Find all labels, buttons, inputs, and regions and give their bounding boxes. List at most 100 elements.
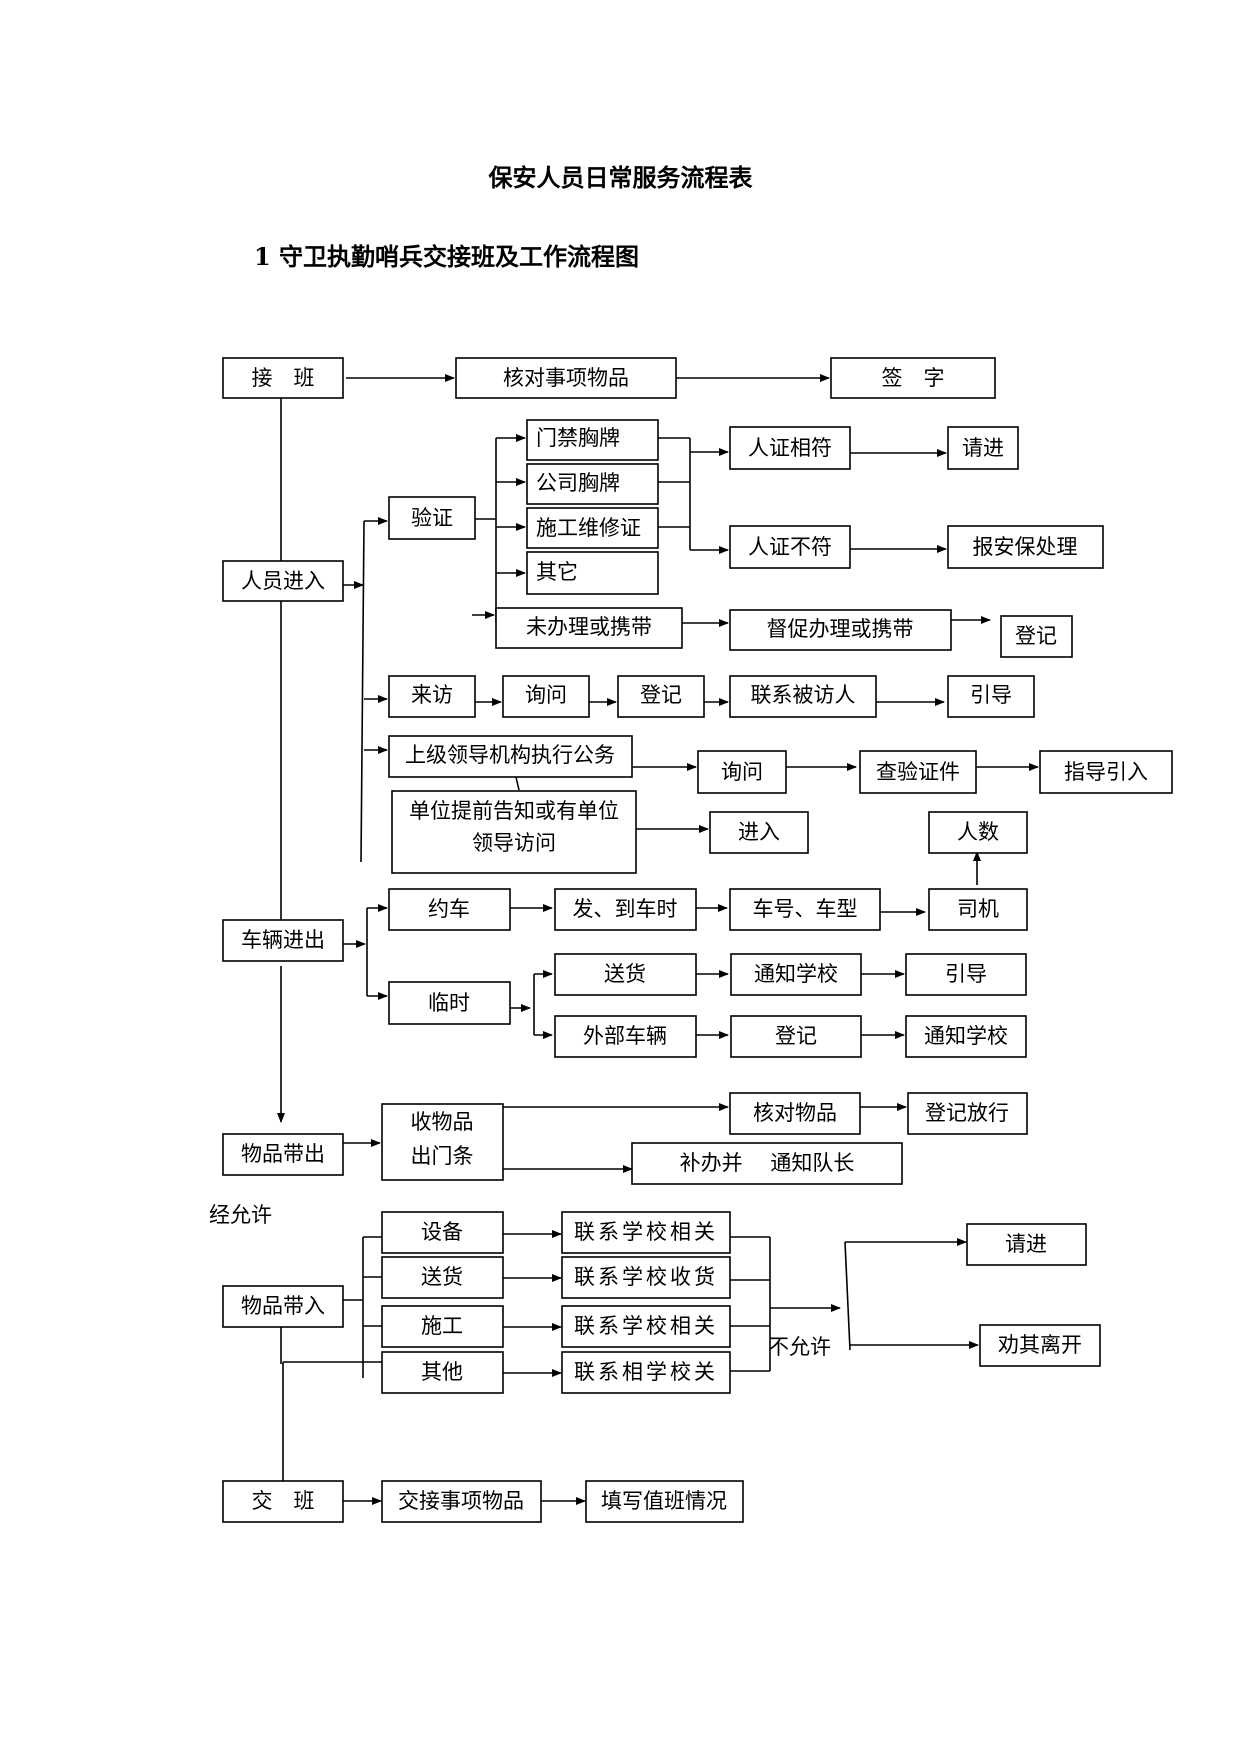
box-linshi xyxy=(388,981,511,1025)
box-yindao2 xyxy=(905,953,1027,996)
label-lianxi-bfr: 联系被访人 xyxy=(751,683,856,707)
box-qingjin2 xyxy=(966,1223,1087,1266)
label-buyunxu: 不允许 xyxy=(768,1335,831,1359)
box-lianxi-bfr xyxy=(729,675,877,718)
box-waibu xyxy=(554,1015,697,1058)
box-jiaojie xyxy=(381,1480,542,1523)
box-weibanli xyxy=(495,607,683,649)
box-siji xyxy=(928,888,1028,931)
section-title: 1 守卫执勤哨兵交接班及工作流程图 xyxy=(254,242,640,271)
label-jieban: 接 班 xyxy=(252,366,315,390)
label-dengji-fx: 登记放行 xyxy=(925,1101,1009,1125)
label-xunwen1: 询问 xyxy=(525,683,567,707)
box-tianxie xyxy=(585,1480,744,1523)
label-wupin-out: 物品带出 xyxy=(241,1142,325,1166)
label-tongzhi1: 通知学校 xyxy=(754,962,838,986)
label-hedui: 核对事项物品 xyxy=(503,366,629,390)
box-jiaoban xyxy=(222,1480,344,1523)
box-chayan xyxy=(859,750,977,794)
box-renshu xyxy=(928,811,1028,854)
label-shigong: 施工 xyxy=(421,1314,463,1338)
label-lx4: 联系相学校关 xyxy=(574,1360,718,1384)
label-lx3: 联系学校相关 xyxy=(574,1314,718,1338)
page-title: 保安人员日常服务流程表 xyxy=(488,163,753,192)
label-songhuo1: 送货 xyxy=(604,962,646,986)
label-tianxie: 填写值班情况 xyxy=(601,1489,727,1513)
label-chehao: 车号、车型 xyxy=(753,897,858,921)
label-qita: 其他 xyxy=(421,1360,463,1384)
box-shigong-zheng xyxy=(526,507,659,549)
label-baoan: 报安保处理 xyxy=(973,535,1078,559)
box-qingjin1 xyxy=(947,426,1019,470)
label-songhuo2: 送货 xyxy=(421,1265,463,1289)
box-dengji-fx xyxy=(907,1092,1028,1135)
box-dengji2 xyxy=(617,675,705,718)
box-tongzhi1 xyxy=(730,953,862,996)
box-wupin-out xyxy=(222,1133,344,1176)
label-ducu: 督促办理或携带 xyxy=(767,617,914,641)
label-jiaoban: 交 班 xyxy=(252,1489,315,1513)
label-shou-line1: 收物品 xyxy=(411,1110,474,1134)
box-lx4 xyxy=(561,1351,731,1394)
box-fadao xyxy=(554,888,697,931)
box-yueche xyxy=(388,888,511,931)
box-zhidao xyxy=(1039,750,1173,794)
box-qita-zheng xyxy=(526,551,659,595)
box-buban xyxy=(631,1142,903,1185)
box-dengji3 xyxy=(730,1015,862,1058)
box-tongzhi2 xyxy=(905,1015,1027,1058)
label-buban: 补办并 通知队长 xyxy=(680,1151,855,1175)
label-shebei: 设备 xyxy=(421,1220,463,1244)
label-menjin: 门禁胸牌 xyxy=(536,426,620,450)
box-menjin xyxy=(526,419,659,461)
label-zhidao: 指导引入 xyxy=(1064,760,1148,784)
label-renzheng-bf: 人证不符 xyxy=(748,535,832,559)
label-lx2: 联系学校收货 xyxy=(574,1265,718,1289)
box-wupin-in xyxy=(222,1285,344,1328)
box-chehao xyxy=(729,888,881,931)
label-siji: 司机 xyxy=(957,897,999,921)
label-qingjin2: 请进 xyxy=(1005,1232,1047,1256)
box-songhuo2 xyxy=(381,1256,504,1299)
label-qianzi: 签 字 xyxy=(882,366,945,390)
label-lx1: 联系学校相关 xyxy=(574,1220,718,1244)
box-lx3 xyxy=(561,1305,731,1348)
box-renzheng-xf xyxy=(729,426,851,470)
label-renshu: 人数 xyxy=(957,820,999,844)
box-jinru xyxy=(709,811,809,854)
label-jinru: 进入 xyxy=(738,820,780,844)
label-dengji2: 登记 xyxy=(640,683,682,707)
label-chayan: 查验证件 xyxy=(876,760,960,784)
box-ducu xyxy=(729,609,952,651)
box-shou xyxy=(381,1103,504,1181)
label-dengji1: 登记 xyxy=(1015,624,1057,648)
box-lx1 xyxy=(561,1211,731,1254)
label-qingjin1: 请进 xyxy=(962,436,1004,460)
label-yueche: 约车 xyxy=(428,897,470,921)
box-songhuo1 xyxy=(554,953,697,996)
label-jiaojie: 交接事项物品 xyxy=(398,1489,524,1513)
box-hedui xyxy=(455,357,677,399)
box-xunwen2 xyxy=(697,750,787,794)
label-qita-zheng: 其它 xyxy=(536,560,578,584)
box-yindao1 xyxy=(947,675,1035,718)
box-xunwen1 xyxy=(502,675,590,718)
label-xunwen2: 询问 xyxy=(721,760,763,784)
box-lx2 xyxy=(561,1256,731,1299)
box-danwei xyxy=(391,790,637,874)
label-danwei-line1: 单位提前告知或有单位 xyxy=(409,799,619,823)
box-cheliang xyxy=(222,919,344,962)
label-renzheng-xf: 人证相符 xyxy=(748,436,832,460)
label-shangji: 上级领导机构执行公务 xyxy=(405,743,615,767)
flow-boxes xyxy=(222,357,1173,1523)
box-jieban xyxy=(222,357,344,399)
label-hedui-wp: 核对物品 xyxy=(753,1101,837,1125)
box-shigong xyxy=(381,1305,504,1348)
box-shebei xyxy=(381,1211,504,1254)
box-yanzheng xyxy=(388,496,476,540)
box-gongsi xyxy=(526,463,659,505)
label-gongsi: 公司胸牌 xyxy=(536,471,620,495)
box-hedui-wp xyxy=(729,1092,861,1135)
box-renyuan xyxy=(222,560,344,602)
